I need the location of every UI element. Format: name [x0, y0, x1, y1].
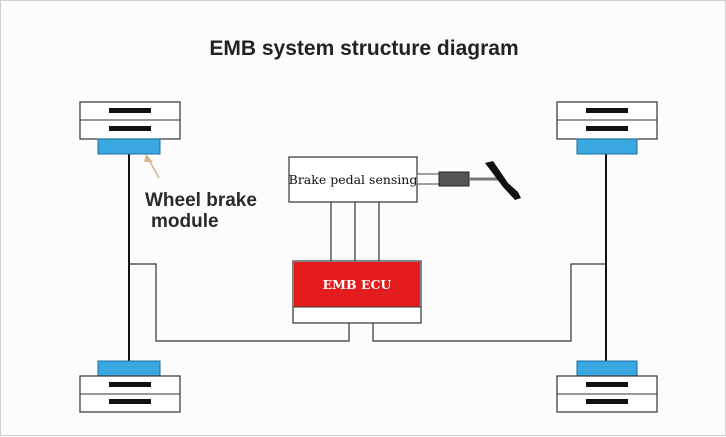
wheel-brake-module-front-right: [576, 138, 638, 155]
wheel-brake-module-rear-left: [97, 360, 161, 377]
wheel-brake-label-line1: Wheel brake: [145, 190, 257, 211]
wire-right: [372, 263, 606, 342]
wire-left: [129, 263, 350, 342]
wheel-brake-label-line2: module: [151, 211, 219, 232]
ecu-label: EMB ECU: [323, 277, 392, 292]
wheel-front-left: [79, 101, 181, 155]
brake-pedal-icon: [416, 161, 521, 200]
pedal-sensing-label: Brake pedal sensing: [289, 172, 418, 187]
wheel-front-right: [556, 101, 658, 155]
wheel-rear-left: [79, 360, 181, 413]
wheel-brake-module-front-left: [97, 138, 161, 155]
diagram-title: EMB system structure diagram: [209, 37, 519, 60]
wiring: [129, 201, 606, 342]
annotation-arrow: [144, 154, 160, 179]
wheel-rear-right: [556, 360, 658, 413]
wheel-brake-module-rear-right: [576, 360, 638, 377]
emb-ecu: EMB ECU: [292, 260, 422, 324]
